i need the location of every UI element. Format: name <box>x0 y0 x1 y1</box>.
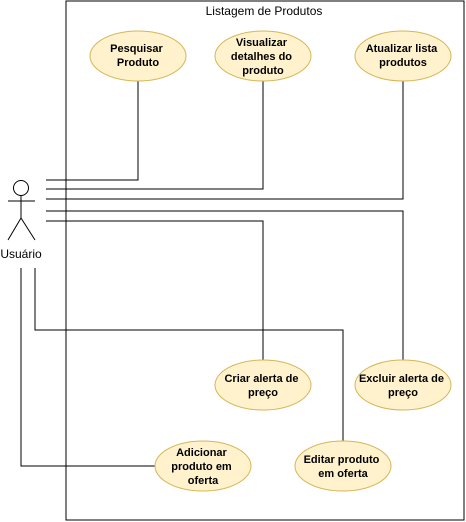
use-case-excluir-alerta: Excluir alerta de preço <box>354 359 452 411</box>
svg-text:Criar alerta de preço: Criar alerta de preço <box>224 373 301 399</box>
use-case-atualizar-lista: Atualizar lista produtos <box>354 30 452 82</box>
use-case-criar-alerta: Criar alerta de preço <box>214 359 312 411</box>
use-case-editar-oferta: Editar produto em oferta <box>294 440 392 492</box>
uc-text-line: Pesquisar <box>110 43 163 55</box>
actor-head <box>13 180 29 196</box>
uc-text-line: Editar produto <box>304 454 380 466</box>
boundary-title: Listagem de Produtos <box>206 4 323 18</box>
use-case-visualizar-detalhes: Visualizar detalhes do produto <box>214 30 312 82</box>
uc-text-line: preço <box>248 387 278 399</box>
actor-right-leg <box>20 217 36 241</box>
svg-text:Editar produto em oferta: Editar produto em oferta <box>304 454 383 480</box>
svg-text:Atualizar lista produtos: Atualizar lista produtos <box>366 43 441 69</box>
uc-text-line: preço <box>388 387 418 399</box>
assoc-atualizar <box>46 80 404 200</box>
uc-text-line: Criar alerta de <box>224 373 298 385</box>
uc-text-line: detalhes do <box>231 51 292 63</box>
use-case-adicionar-oferta: Adicionar produto em oferta <box>154 440 252 492</box>
system-boundary <box>65 0 465 521</box>
svg-text:Visualizar detalhes do: Visualizar detalhes do produto <box>231 37 295 77</box>
svg-text:Excluir alerta de preço: Excluir alerta de preço <box>359 373 447 399</box>
actor-usuario <box>7 180 36 241</box>
assoc-pesquisar <box>46 80 139 181</box>
uc-text-line: Excluir alerta de <box>359 373 444 385</box>
use-case-pesquisar-produto: Pesquisar Produto <box>89 30 187 82</box>
uc-text-line: Atualizar lista <box>366 43 438 55</box>
uc-text-line: em oferta <box>318 468 368 480</box>
uc-text-line: produtos <box>379 57 427 69</box>
actor-left-leg <box>7 217 22 241</box>
uc-text-line: Produto <box>117 57 159 69</box>
assoc-excluir-alerta <box>46 210 404 361</box>
svg-text:Adicionar produto em: Adicionar produto em oferta <box>171 447 235 487</box>
svg-text:Pesquisar Produto: Pesquisar Produto <box>110 43 166 69</box>
uc-text-line: oferta <box>188 475 219 487</box>
actor-label: Usuário <box>0 247 42 261</box>
assoc-editar-oferta <box>34 268 344 441</box>
assoc-adicionar-oferta <box>20 268 155 467</box>
associations <box>20 80 404 467</box>
uc-text-line: Visualizar <box>236 37 288 49</box>
uc-text-line: produto em <box>171 461 232 473</box>
assoc-visualizar <box>46 80 264 190</box>
uc-text-line: produto <box>242 65 284 77</box>
assoc-criar-alerta <box>46 220 264 361</box>
uc-text-line: Adicionar <box>176 447 227 459</box>
